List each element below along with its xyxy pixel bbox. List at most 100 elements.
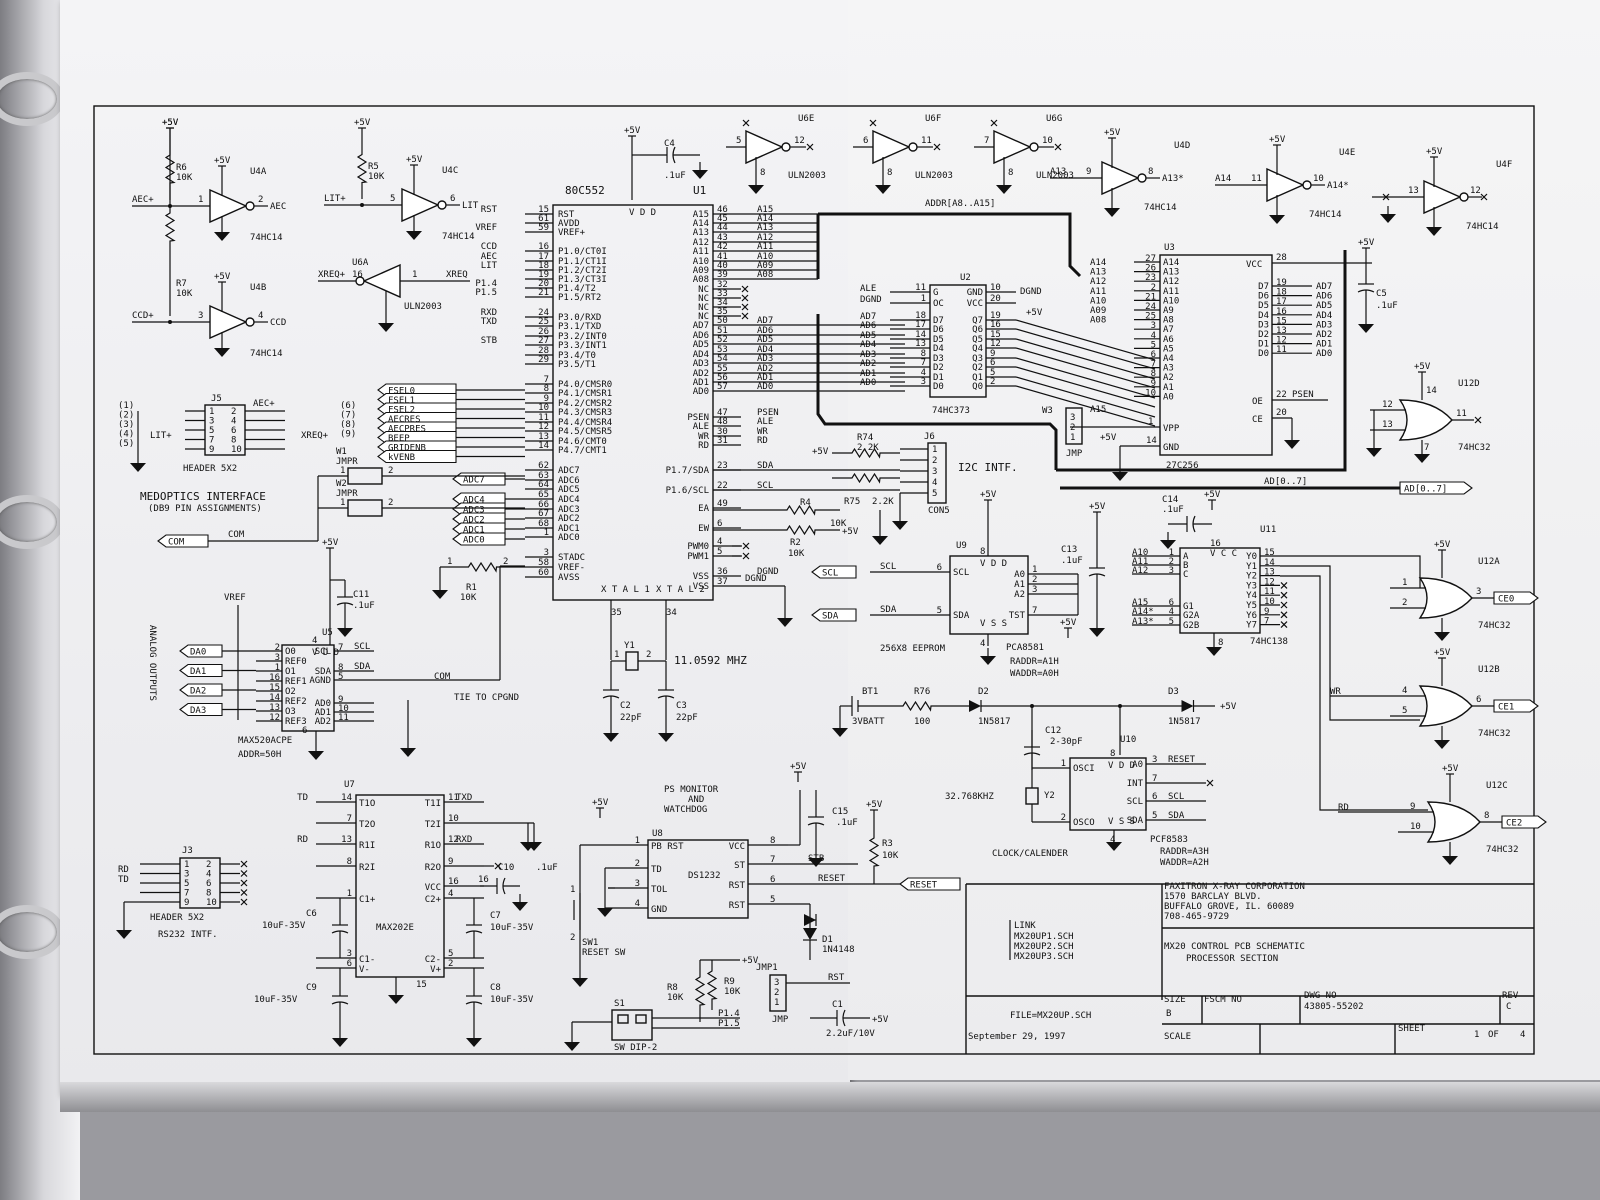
u1-pin-num: 53 — [717, 345, 728, 355]
chip-enable-flag — [1493, 591, 1539, 605]
scl-net: SCL — [880, 562, 896, 572]
u6a-bubble — [355, 276, 365, 286]
u11-ref: U11 — [1260, 525, 1276, 535]
c15-ref: C15 — [832, 807, 848, 817]
inverter-bubble — [437, 200, 447, 210]
r2-value: 10K — [788, 549, 805, 559]
u2-pin: 16 — [990, 320, 1001, 330]
u6a-part: ULN2003 — [404, 302, 442, 312]
d3-value: 1N5817 — [1168, 717, 1201, 727]
or-gate-ref: U12C — [1486, 781, 1508, 791]
w3-ref: W3 — [1042, 406, 1053, 416]
u2-pin: 14 — [915, 330, 926, 340]
ground-symbol — [388, 995, 404, 1004]
u1-net: AD4 — [757, 345, 773, 355]
d3-supply: +5V — [1220, 702, 1237, 712]
wire — [1382, 193, 1390, 201]
u11-pin: 4 — [1169, 607, 1174, 617]
u1-pin-name: A12 — [693, 238, 709, 248]
u5-pin: 5 — [338, 672, 343, 682]
u3-pin: 24 — [1145, 302, 1156, 312]
r3-ref: R3 — [882, 839, 893, 849]
chip-enable-flag — [1493, 699, 1539, 713]
r4-resistor — [762, 504, 840, 516]
address-bus — [816, 212, 1082, 279]
drawing-border — [93, 105, 1535, 1055]
u10-pin: 1 — [1061, 759, 1066, 769]
u1-pin-name: A15 — [693, 210, 709, 220]
u7-pin: 12 — [448, 835, 459, 845]
w3-pin: 1 — [1070, 433, 1075, 443]
sda-flag — [811, 608, 857, 622]
sw1-caption: RESET SW — [582, 948, 626, 958]
c1-supply: +5V — [872, 1015, 889, 1025]
u3-net: AD3 — [1316, 320, 1332, 330]
u5-side-label: ANALOG OUTPUTS — [147, 625, 157, 701]
c8-ref: C8 — [490, 983, 501, 993]
uln-part: ULN2003 — [915, 171, 953, 181]
u5-pin: 1 — [275, 663, 280, 673]
y1-pin: 2 — [646, 650, 651, 660]
u1-pin-num: 46 — [717, 205, 728, 215]
u5-pin: 7 — [338, 643, 343, 653]
u1-net: AD5 — [757, 335, 773, 345]
c10-pin: 16 — [478, 875, 489, 885]
u3-body — [1159, 254, 1273, 456]
u7-pin: 13 — [341, 835, 352, 845]
c7-ref: C7 — [490, 911, 501, 921]
ground-symbol — [996, 185, 1012, 194]
c8-capacitor — [465, 1001, 483, 1005]
inverter-bubble — [781, 142, 791, 152]
uln-ref: U6E — [798, 114, 814, 124]
u1-xtal2: X T A L 2 — [656, 585, 705, 595]
u1-pin-num: 61 — [538, 214, 549, 224]
c11-capacitor — [336, 602, 354, 606]
u3-pin: 12 — [1276, 336, 1287, 346]
u1-pin-num: 9 — [544, 394, 549, 404]
u4c-res-ref: R5 — [368, 162, 379, 172]
junction — [360, 203, 364, 207]
u5-pin-name: SCL — [315, 647, 331, 657]
u11-pin: 3 — [1169, 566, 1174, 576]
or-gate-part: 74HC32 — [1478, 729, 1511, 739]
supply-label: +5V — [1269, 135, 1286, 145]
u3-pin-name: A2 — [1163, 373, 1174, 383]
u1-pin-num: 51 — [717, 326, 728, 336]
u1-pin-name: AD6 — [693, 331, 709, 341]
u7-pin: 7 — [347, 814, 352, 824]
u10-pin-name: SCL — [1127, 797, 1143, 807]
ground-symbol — [1442, 856, 1458, 865]
u8-pin: 6 — [770, 875, 775, 885]
u8-pin-name: ST — [734, 861, 745, 871]
u3-pin: 5 — [1151, 340, 1156, 350]
supply-label: +5V — [406, 155, 423, 165]
j5-net: XREQ+ — [301, 431, 329, 441]
or-gate — [1426, 801, 1481, 843]
ground-symbol — [406, 231, 422, 240]
u3-pin-name: A11 — [1163, 287, 1179, 297]
u10-pin-name: SDA — [1127, 816, 1144, 826]
r75-resistor — [832, 472, 900, 484]
u5-pin: 11 — [338, 713, 349, 723]
supply-label: +5V — [980, 490, 997, 500]
u1-pin-name: AVDD — [558, 219, 580, 229]
y1-pin: 1 — [614, 650, 619, 660]
u8-pin-name: TOL — [651, 885, 667, 895]
u7-pin-name: C2+ — [425, 895, 442, 905]
jmp1-pin: 1 — [774, 998, 779, 1008]
uln-pin: 12 — [794, 136, 805, 146]
u10-net: RESET — [1168, 755, 1196, 765]
u1-vdd: V D D — [629, 208, 656, 218]
u10-net: SDA — [1168, 811, 1185, 821]
u3-pin: 9 — [1151, 379, 1156, 389]
u5-pin: 10 — [338, 704, 349, 714]
u9-caption: 256X8 EEPROM — [880, 644, 946, 654]
u5-net: SDA — [354, 662, 371, 672]
j5-pin: 7 — [209, 436, 214, 446]
u1-pin-name: PWM0 — [687, 542, 709, 552]
u3-pin: 8 — [1151, 369, 1156, 379]
u9-pin-name: A0 — [1014, 570, 1025, 580]
wire — [869, 119, 877, 127]
u7-pin: 6 — [347, 959, 352, 969]
